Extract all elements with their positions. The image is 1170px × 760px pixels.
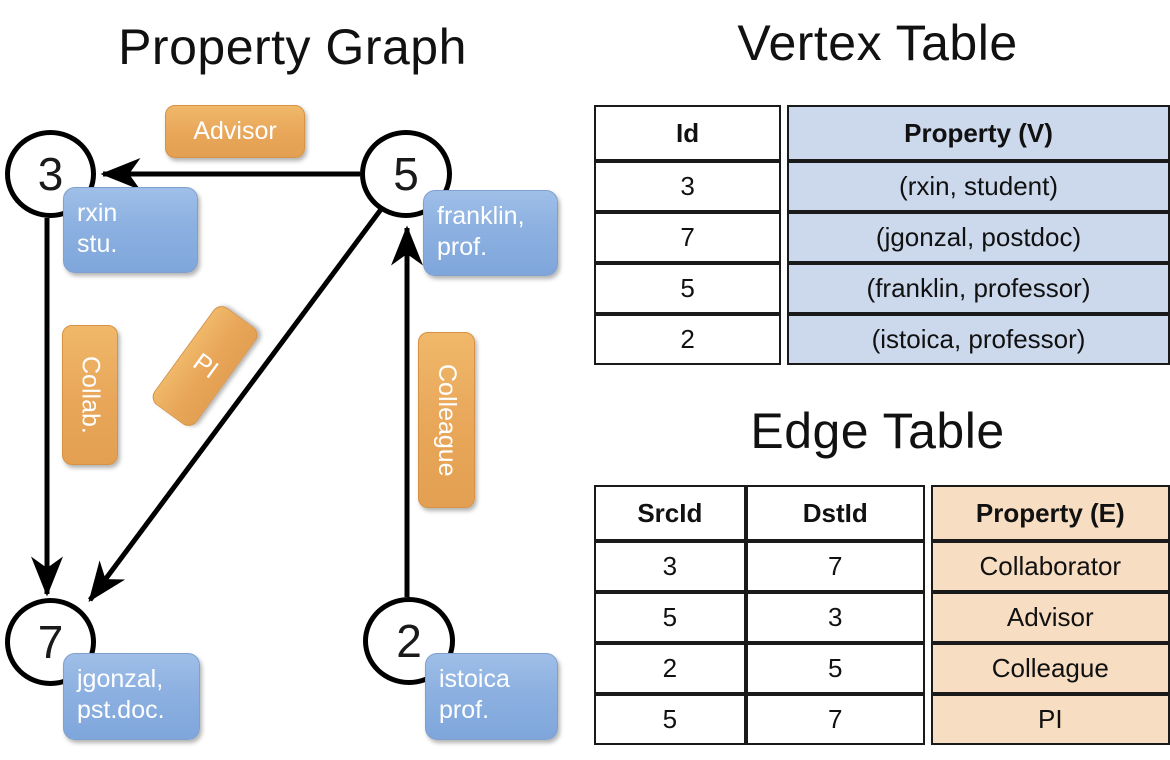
- edge-src-cell: 2: [594, 643, 746, 694]
- edge-5-to-7: [87, 206, 385, 603]
- table-row[interactable]: 3 (rxin, student): [594, 161, 1170, 212]
- edge-label-text: Collab.: [76, 356, 105, 434]
- vertex-property-cell: (jgonzal, postdoc): [787, 212, 1170, 263]
- edge-dst-cell: 3: [745, 592, 925, 643]
- edge-src-cell: 5: [594, 694, 746, 745]
- edge-label-text: PI: [187, 347, 224, 384]
- edge-dst-cell: 5: [745, 643, 925, 694]
- vertex-property-cell: (franklin, professor): [787, 263, 1170, 314]
- node-property-line-2: stu.: [77, 230, 118, 259]
- node-property-line-1: istoica: [439, 665, 510, 693]
- edge-label-colleague[interactable]: Colleague: [418, 332, 475, 508]
- vertex-property-cell: (istoica, professor): [787, 314, 1170, 365]
- graph-edges: [31, 158, 423, 603]
- edge-label-text: Advisor: [193, 117, 277, 145]
- node-property-box-5[interactable]: franklin, prof.: [423, 190, 558, 276]
- edge-dst-cell: 7: [745, 694, 925, 745]
- property-graph-panel: Property Graph 3 5 7 2 rxin stu. frankli…: [5, 19, 558, 740]
- edge-src-cell: 3: [594, 541, 746, 592]
- node-circle-5[interactable]: 5: [360, 130, 452, 218]
- vertex-table-panel: Vertex Table Id Property (V) 3 (rxin, st…: [585, 0, 1170, 390]
- node-property-box-3[interactable]: rxin stu.: [63, 187, 198, 273]
- edge-property-cell: PI: [930, 694, 1170, 745]
- edge-property-cell: Collaborator: [930, 541, 1170, 592]
- edge-label-text: Colleague: [433, 363, 461, 477]
- vertex-id-cell: 7: [594, 212, 782, 263]
- table-row[interactable]: 2 5 Colleague: [594, 643, 1170, 694]
- vertex-id-cell: 5: [594, 263, 782, 314]
- node-property-line-2: pst.doc.: [77, 696, 165, 725]
- vertex-table-header-property: Property (V): [787, 105, 1170, 161]
- edge-table: SrcId DstId Property (E) 3 7 Collaborato…: [594, 485, 1170, 745]
- table-row[interactable]: 2 (istoica, professor): [594, 314, 1170, 365]
- edge-table-header-property: Property (E): [930, 485, 1170, 541]
- table-row[interactable]: 5 3 Advisor: [594, 592, 1170, 643]
- edge-dst-cell: 7: [745, 541, 925, 592]
- edge-label-collab[interactable]: Collab.: [62, 325, 118, 465]
- node-property-line-1: jgonzal,: [77, 665, 164, 693]
- node-property-box-2[interactable]: istoica prof.: [425, 653, 558, 740]
- vertex-id-cell: 3: [594, 161, 782, 212]
- vertex-property-cell: (rxin, student): [787, 161, 1170, 212]
- vertex-table-header-row: Id Property (V): [594, 105, 1170, 161]
- edge-label-advisor[interactable]: Advisor: [165, 105, 305, 158]
- edge-table-panel: Edge Table SrcId DstId Property (E) 3 7 …: [585, 390, 1170, 760]
- edge-table-header-srcid: SrcId: [594, 485, 746, 541]
- edge-table-header-row: SrcId DstId Property (E): [594, 485, 1170, 541]
- edge-table-title: Edge Table: [750, 403, 1005, 459]
- edge-property-cell: Advisor: [930, 592, 1170, 643]
- property-graph-title: Property Graph: [118, 19, 467, 75]
- table-row[interactable]: 7 (jgonzal, postdoc): [594, 212, 1170, 263]
- node-property-line-2: prof.: [439, 696, 490, 725]
- edge-property-cell: Colleague: [930, 643, 1170, 694]
- node-property-box-7[interactable]: jgonzal, pst.doc.: [63, 653, 200, 740]
- node-circle-2[interactable]: 2: [363, 597, 455, 685]
- table-row[interactable]: 5 7 PI: [594, 694, 1170, 745]
- table-row[interactable]: 5 (franklin, professor): [594, 263, 1170, 314]
- node-property-line-2: prof.: [437, 233, 488, 262]
- edge-src-cell: 5: [594, 592, 746, 643]
- node-property-line-1: franklin,: [437, 202, 525, 230]
- vertex-id-cell: 2: [594, 314, 782, 365]
- vertex-table-header-id: Id: [594, 105, 782, 161]
- node-property-line-1: rxin: [77, 199, 118, 227]
- table-row[interactable]: 3 7 Collaborator: [594, 541, 1170, 592]
- edge-table-header-dstid: DstId: [745, 485, 925, 541]
- vertex-table: Id Property (V) 3 (rxin, student) 7 (jgo…: [594, 105, 1170, 365]
- vertex-table-title: Vertex Table: [737, 15, 1018, 71]
